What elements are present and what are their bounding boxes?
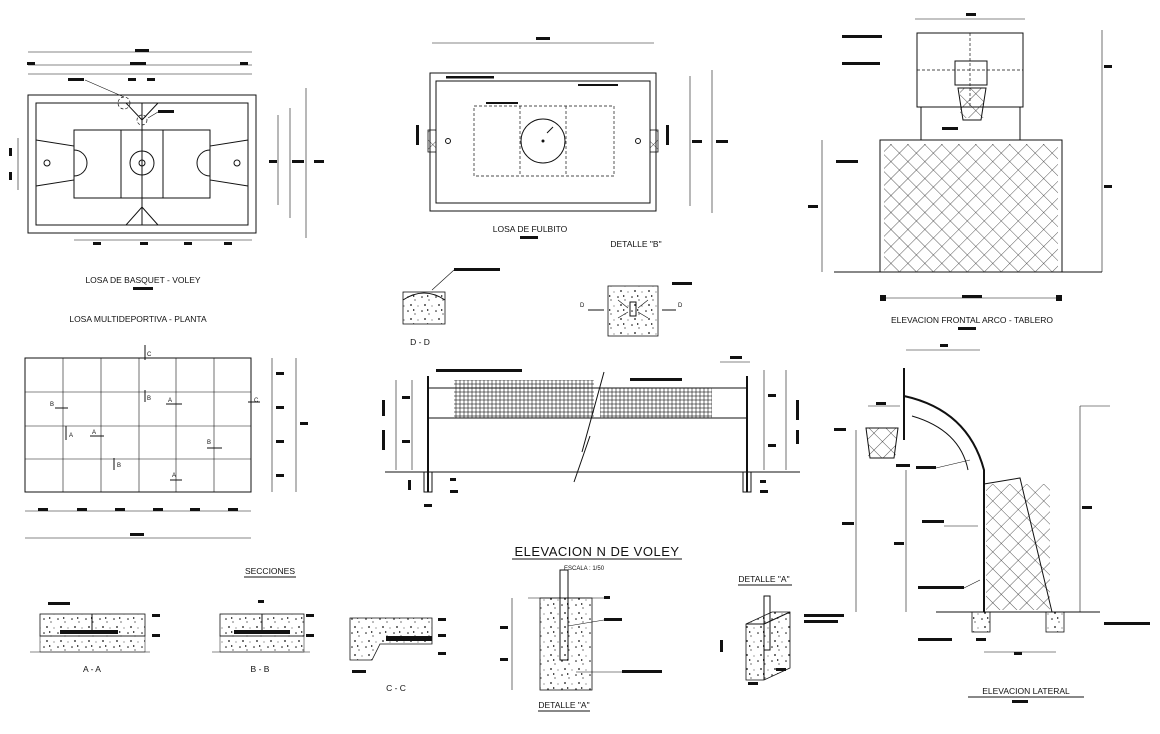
svg-text:B: B xyxy=(207,440,211,446)
mark-d-left: D xyxy=(580,303,585,309)
lateral-elevation: ELEVACION LATERAL xyxy=(834,344,1150,703)
title-elev-lateral: ELEVACION LATERAL xyxy=(982,686,1070,696)
detail-a-center: ESCALA : 1/50 DETALLE "A" xyxy=(500,566,662,712)
title-aa: A - A xyxy=(83,664,101,674)
svg-text:C: C xyxy=(254,398,259,404)
title-detalle-a-center: DETALLE "A" xyxy=(538,700,589,710)
title-dd: D - D xyxy=(410,337,430,347)
title-detalle-a-right: DETALLE "A" xyxy=(738,574,789,584)
fulbito-court-plan: LOSA DE FULBITO xyxy=(416,37,728,239)
title-losa-multi: LOSA MULTIDEPORTIVA - PLANTA xyxy=(69,314,207,324)
detail-a-right: DETALLE "A" xyxy=(720,574,844,685)
svg-text:A: A xyxy=(168,398,172,404)
svg-text:B: B xyxy=(50,402,54,408)
title-cc: C - C xyxy=(386,683,406,693)
sections: SECCIONES A - A B - B C - C xyxy=(30,566,446,693)
escala-label: ESCALA : 1/50 xyxy=(564,566,605,572)
svg-text:C: C xyxy=(147,352,152,358)
title-elev-frontal: ELEVACION FRONTAL ARCO - TABLERO xyxy=(891,315,1053,325)
svg-text:A: A xyxy=(69,433,73,439)
svg-text:A: A xyxy=(92,430,96,436)
title-bb: B - B xyxy=(251,664,270,674)
section-d-d: D - D xyxy=(402,268,500,347)
volley-net-elevation: ELEVACION N DE VOLEY xyxy=(382,356,800,560)
title-elev-voley: ELEVACION N DE VOLEY xyxy=(514,544,679,559)
svg-text:B: B xyxy=(147,396,151,402)
svg-text:A: A xyxy=(172,473,176,479)
detail-b: DETALLE "B" D D xyxy=(580,239,692,337)
title-losa-fulbito: LOSA DE FULBITO xyxy=(493,224,568,234)
title-detalle-b: DETALLE "B" xyxy=(610,239,661,249)
mark-d-right: D xyxy=(678,303,683,309)
title-secciones: SECCIONES xyxy=(245,566,295,576)
svg-text:B: B xyxy=(117,463,121,469)
basket-court-plan: LOSA DE BASQUET - VOLEY xyxy=(9,49,324,290)
title-losa-basquet: LOSA DE BASQUET - VOLEY xyxy=(85,275,200,285)
frontal-elevation-goal: ELEVACION FRONTAL ARCO - TABLERO xyxy=(808,13,1112,330)
multisport-slab-plan: LOSA MULTIDEPORTIVA - PLANTA C B B A C A… xyxy=(24,314,308,539)
